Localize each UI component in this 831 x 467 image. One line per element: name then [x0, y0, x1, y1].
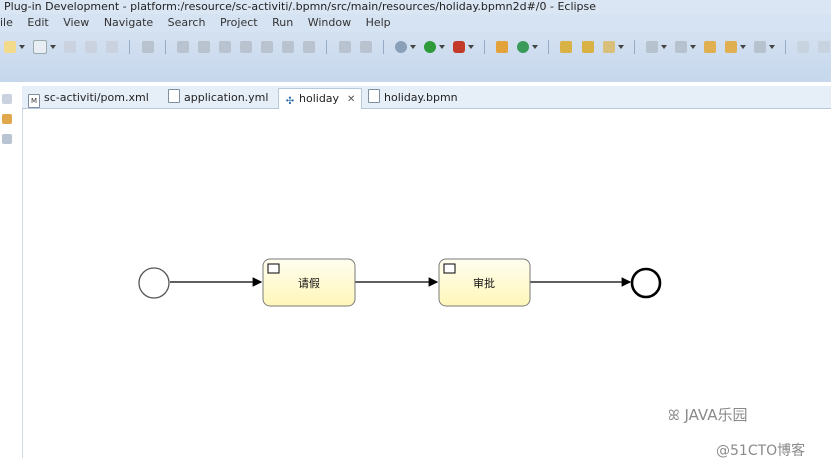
toolbar-separator [129, 39, 131, 54]
left-trim-bar [0, 88, 23, 458]
menu-help[interactable]: Help [365, 16, 391, 29]
tab-label: holiday.bpmn [384, 91, 458, 104]
run-dropdown[interactable] [439, 44, 445, 50]
end-event[interactable] [630, 267, 662, 299]
run-icon[interactable] [423, 40, 436, 53]
hierarchy-icon[interactable] [2, 134, 12, 144]
wechat-watermark-text: JAVA乐园 [684, 406, 748, 424]
close-icon[interactable]: ✕ [347, 94, 356, 105]
new-java-project-icon[interactable] [496, 40, 509, 53]
task-label: 审批 [473, 276, 495, 290]
use-step-filters-icon[interactable] [338, 40, 351, 53]
search-dropdown[interactable] [618, 44, 624, 50]
last-edit-icon[interactable] [754, 40, 767, 53]
site-watermark: @51CTO博客 [716, 443, 806, 459]
tab-holiday[interactable]: ✣ holiday ✕ [278, 88, 363, 109]
annotation-dropdown[interactable] [661, 44, 667, 50]
resume-icon[interactable] [176, 40, 189, 53]
disconnect-icon[interactable] [240, 40, 253, 53]
menu-view[interactable]: View [63, 16, 90, 29]
package-explorer-icon[interactable] [2, 114, 12, 124]
open-type-icon[interactable] [560, 40, 573, 53]
terminate-icon[interactable] [218, 40, 231, 53]
menu-project[interactable]: Project [219, 16, 258, 29]
task-label: 请假 [298, 276, 320, 290]
menu-search[interactable]: Search [167, 16, 206, 29]
wechat-watermark: ꕤ JAVA乐园 [668, 404, 747, 425]
debug-dropdown[interactable] [410, 44, 416, 50]
new-icon[interactable] [4, 40, 16, 53]
text-file-icon [368, 89, 380, 103]
menu-navigate[interactable]: Navigate [103, 16, 154, 29]
step-into-icon[interactable] [261, 40, 274, 53]
menu-window[interactable]: Window [307, 16, 352, 29]
pin-editor-icon[interactable] [797, 40, 810, 53]
bpmn-canvas[interactable]: 请假 审批 [23, 109, 831, 457]
next-annotation-dropdown[interactable] [690, 44, 696, 50]
user-task-icon [267, 263, 280, 274]
window-title-bar: Plug-in Development - platform:/resource… [0, 0, 831, 14]
tab-application-yml[interactable]: application.yml [168, 88, 268, 107]
step-return-icon[interactable] [303, 40, 316, 53]
toolbar-separator [785, 39, 787, 54]
next-annotation-icon[interactable] [674, 40, 687, 53]
skip-breakpoints-icon[interactable] [141, 40, 154, 53]
wechat-icon: ꕤ [668, 408, 680, 424]
wizard-dropdown[interactable] [50, 44, 56, 50]
last-edit-dropdown[interactable] [769, 44, 775, 50]
toolbar-separator [633, 39, 635, 54]
forward-dropdown[interactable] [740, 44, 746, 50]
toolbar-separator [484, 39, 486, 54]
bpmn-diagram-icon: ✣ [285, 96, 295, 107]
tab-label: holiday [299, 92, 340, 105]
main-toolbar [0, 32, 831, 82]
window-title: Plug-in Development - platform:/resource… [4, 0, 597, 13]
annotation-icon[interactable] [645, 40, 658, 53]
toolbar-separator [382, 39, 384, 54]
user-task-icon [443, 263, 456, 274]
print-icon[interactable] [106, 40, 119, 53]
save-icon[interactable] [64, 40, 77, 53]
new-class-dropdown[interactable] [532, 44, 538, 50]
toolbar-separator [326, 39, 328, 54]
open-task-icon[interactable] [581, 40, 594, 53]
forward-icon[interactable] [725, 40, 738, 53]
menu-bar: ile Edit View Navigate Search Project Ru… [0, 14, 831, 32]
menu-run[interactable]: Run [272, 16, 294, 29]
new-java-class-icon[interactable] [517, 40, 530, 53]
menu-file[interactable]: ile [0, 16, 13, 29]
restore-icon[interactable] [2, 94, 12, 104]
debug-icon[interactable] [394, 40, 407, 53]
save-all-icon[interactable] [85, 40, 98, 53]
toolbar-separator [548, 39, 550, 54]
external-tools-dropdown[interactable] [468, 44, 474, 50]
search-tool-icon[interactable] [602, 40, 615, 53]
menu-edit[interactable]: Edit [27, 16, 49, 29]
user-task-leave-request[interactable]: 请假 [262, 258, 356, 307]
toolbar-row [2, 36, 831, 56]
toolbar-separator [164, 39, 166, 54]
tab-label: sc-activiti/pom.xml [44, 91, 149, 104]
back-icon[interactable] [704, 40, 716, 53]
user-task-approval[interactable]: 审批 [438, 258, 531, 307]
new-wizard-icon[interactable] [33, 39, 48, 54]
step-over-icon[interactable] [282, 40, 295, 53]
bpmn-diagram: 请假 审批 [138, 258, 662, 307]
start-event[interactable] [138, 267, 170, 299]
drop-to-frame-icon[interactable] [359, 40, 372, 53]
tab-holiday-bpmn[interactable]: holiday.bpmn [368, 88, 458, 107]
tab-label: application.yml [184, 91, 269, 104]
suspend-icon[interactable] [197, 40, 210, 53]
text-file-icon [168, 89, 180, 103]
external-tools-icon[interactable] [452, 40, 465, 53]
new-dropdown[interactable] [19, 44, 25, 50]
maven-file-icon: M [28, 94, 40, 108]
toggle-icon[interactable] [818, 40, 831, 53]
